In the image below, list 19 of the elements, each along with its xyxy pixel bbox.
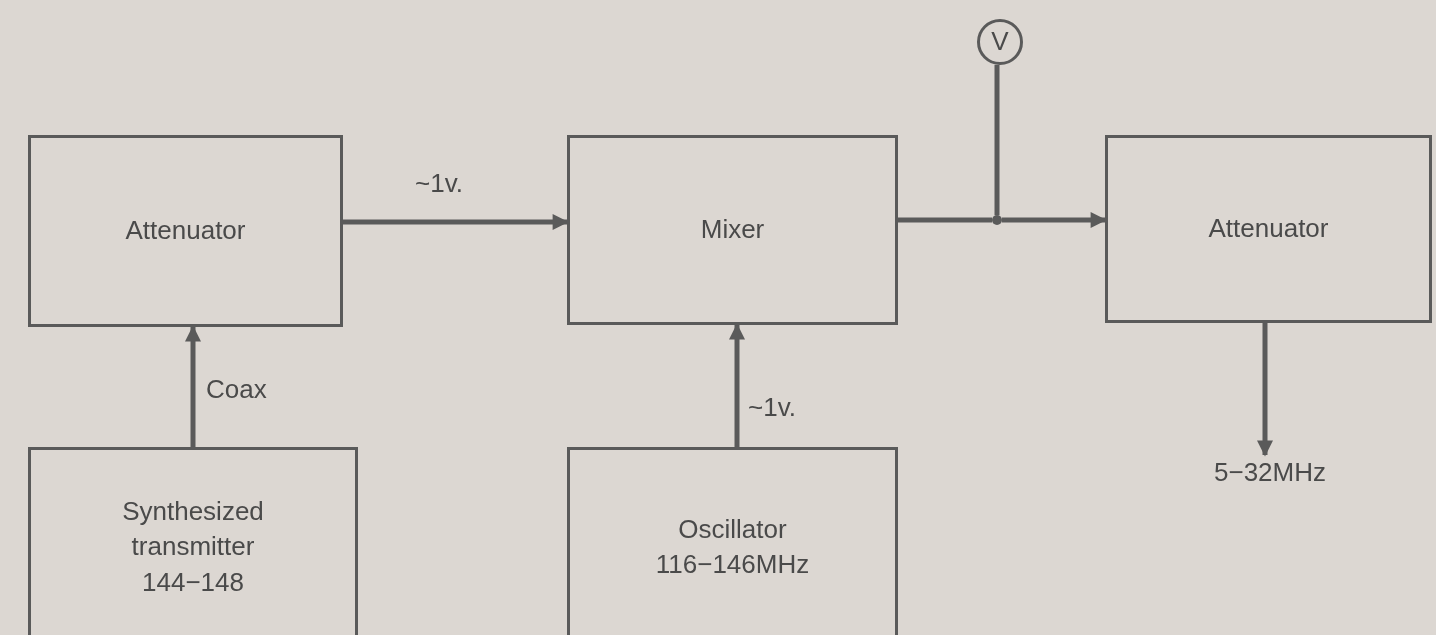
voltmeter-letter: V: [991, 25, 1009, 59]
frequency-label: 5−32MHz: [1213, 456, 1327, 490]
block-box: [567, 135, 898, 325]
block-box: [28, 447, 358, 635]
block-box: [28, 135, 343, 327]
voltmeter-circle: [977, 19, 1023, 65]
block-box: [567, 447, 898, 635]
block-box: [1105, 135, 1432, 323]
block-label: Mixer: [699, 213, 766, 247]
junction-dot: [992, 215, 1002, 225]
connector-arrow: [343, 214, 569, 230]
connector-arrow: [729, 323, 745, 447]
connector-arrow: [185, 325, 201, 447]
block-label: Oscillator 116−146MHz: [654, 512, 811, 581]
block-label: Attenuator: [124, 214, 247, 248]
block-label: Synthesized transmitter 144−148: [121, 495, 265, 599]
block-label: Attenuator: [1207, 212, 1330, 246]
connector-arrow: [1257, 323, 1273, 457]
connector-arrow: [1002, 212, 1107, 228]
